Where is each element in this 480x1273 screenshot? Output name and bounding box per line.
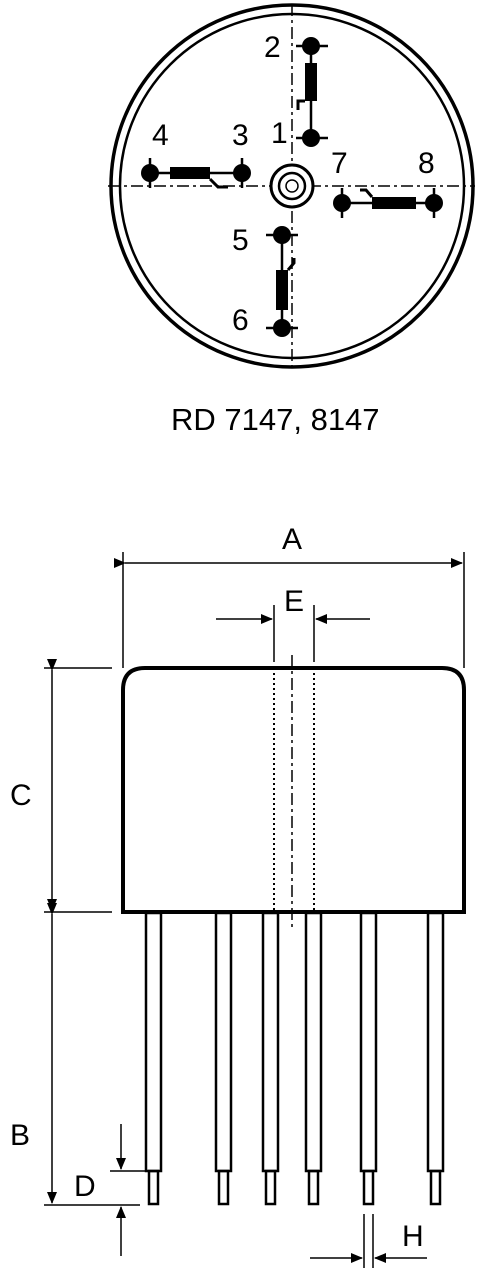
pin-label-3: 3 (232, 119, 249, 152)
pin-label-5: 5 (232, 224, 249, 257)
side-view: A E C B D (10, 523, 466, 1268)
component-body-4-3 (170, 167, 210, 179)
relay-pins (144, 911, 445, 1206)
pin-dots (141, 37, 443, 337)
dim-label-c: C (10, 779, 32, 812)
dimension-c (44, 659, 112, 913)
dim-label-h: H (402, 1220, 424, 1253)
relay-pin (359, 911, 378, 1206)
model-caption: RD 7147, 8147 (171, 402, 380, 437)
relay-pin (144, 911, 163, 1206)
component-lead-5-6 (286, 258, 296, 271)
dimension-h (310, 1214, 427, 1268)
pin-6-dot (273, 319, 291, 337)
pin-label-6: 6 (232, 304, 249, 337)
center-key-core (285, 179, 299, 193)
pin-5-dot (273, 226, 291, 244)
relay-pin (214, 911, 233, 1206)
relay-pin (261, 911, 280, 1206)
pin-label-4: 4 (152, 119, 169, 152)
component-lead-7-8 (360, 188, 374, 198)
relay-pin (426, 911, 445, 1206)
relay-pin (304, 911, 323, 1206)
pin-label-7: 7 (331, 147, 348, 180)
pin-4-dot (141, 164, 159, 182)
dimension-b (44, 903, 140, 1206)
dim-label-d: D (74, 1170, 96, 1203)
pin-7-dot (333, 194, 351, 212)
relay-body (121, 666, 466, 914)
dimension-a (114, 552, 465, 668)
dim-label-b: B (10, 1119, 30, 1152)
pin-2-dot (302, 37, 320, 55)
pin-8-dot (425, 194, 443, 212)
center-key-outer (269, 163, 315, 209)
component-lead-2-1 (296, 99, 305, 110)
top-view: 1 2 3 4 5 6 7 8 (108, 3, 475, 372)
center-key-inner (277, 171, 307, 201)
pin-label-2: 2 (264, 31, 281, 64)
pin-label-1: 1 (271, 117, 288, 150)
pin-1-dot (302, 129, 320, 147)
dim-label-e: E (284, 585, 304, 618)
pin-3-dot (233, 164, 251, 182)
dimension-d (110, 1124, 146, 1256)
component-lead-4-3 (208, 177, 228, 189)
component-body-5-6 (276, 270, 288, 310)
dim-label-a: A (282, 523, 302, 556)
dimension-e (216, 605, 370, 662)
component-body-2-1 (305, 63, 317, 101)
component-body-7-8 (372, 197, 416, 209)
pin-label-8: 8 (418, 147, 435, 180)
